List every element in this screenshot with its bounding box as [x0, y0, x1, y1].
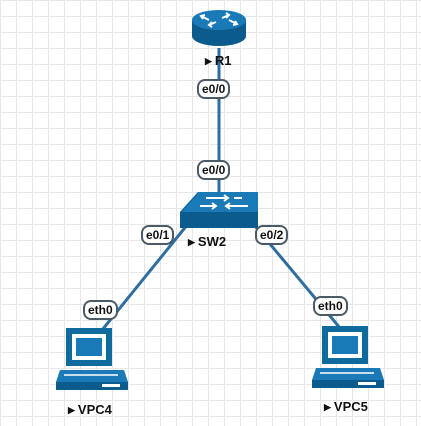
port-label-sw2-e0-1[interactable]: e0/1 [141, 225, 175, 245]
computer-icon[interactable] [308, 324, 388, 390]
node-label-r1[interactable]: ▶ R1 [205, 54, 232, 68]
play-icon: ▶ [188, 237, 195, 247]
port-label-vpc5-eth0[interactable]: eth0 [313, 296, 348, 316]
computer-icon[interactable] [52, 326, 132, 392]
port-label-vpc4-eth0[interactable]: eth0 [83, 300, 118, 320]
play-icon: ▶ [205, 56, 212, 66]
node-label-vpc5[interactable]: ▶ VPC5 [324, 400, 368, 414]
link-sw2-vpc4[interactable] [88, 213, 198, 346]
node-name: VPC4 [77, 402, 112, 417]
switch-icon[interactable] [178, 190, 262, 232]
port-label-r1-e0-0[interactable]: e0/0 [197, 79, 231, 99]
node-name: R1 [214, 53, 232, 68]
port-label-sw2-e0-2[interactable]: e0/2 [255, 225, 289, 245]
router-icon[interactable] [188, 6, 250, 50]
play-icon: ▶ [68, 405, 75, 415]
port-label-sw2-e0-0[interactable]: e0/0 [197, 160, 231, 180]
node-name: SW2 [197, 234, 227, 249]
node-label-vpc4[interactable]: ▶ VPC4 [68, 403, 112, 417]
play-icon: ▶ [324, 402, 331, 412]
node-label-sw2[interactable]: ▶ SW2 [188, 235, 226, 249]
node-name: VPC5 [333, 399, 368, 414]
